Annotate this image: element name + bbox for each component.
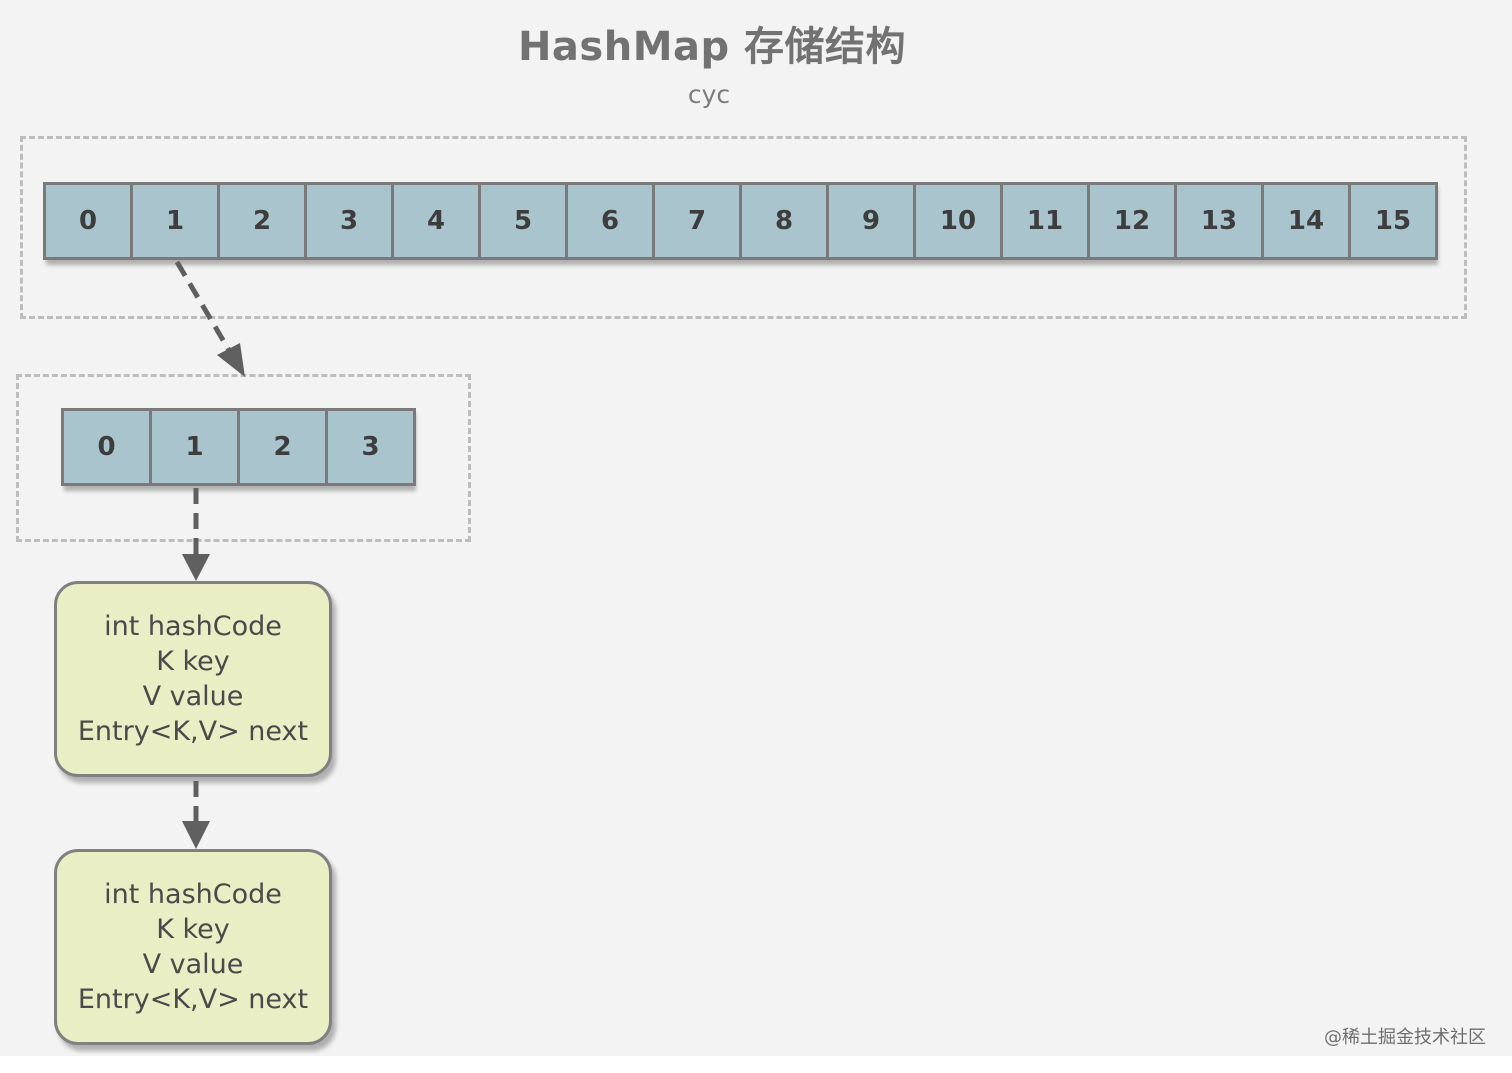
entry-field-key: K key bbox=[156, 646, 230, 677]
entry-field-hashcode: int hashCode bbox=[104, 879, 282, 910]
entry-node: int hashCode K key V value Entry<K,V> ne… bbox=[54, 849, 332, 1045]
entry-node: int hashCode K key V value Entry<K,V> ne… bbox=[54, 581, 332, 777]
table-cell: 9 bbox=[826, 182, 916, 260]
arrow-entry-to-entry bbox=[182, 781, 210, 849]
bucket-cell: 0 bbox=[61, 408, 152, 486]
bucket-cell: 2 bbox=[237, 408, 328, 486]
entry-field-hashcode: int hashCode bbox=[104, 611, 282, 642]
table-cell: 7 bbox=[652, 182, 742, 260]
table-cell: 15 bbox=[1348, 182, 1438, 260]
table-cell: 12 bbox=[1087, 182, 1177, 260]
entry-field-next: Entry<K,V> next bbox=[77, 716, 309, 747]
table-cell: 0 bbox=[43, 182, 133, 260]
diagram-subtitle: cyc bbox=[687, 80, 731, 109]
watermark: @稀土掘金技术社区 bbox=[1324, 1027, 1486, 1048]
bucket-cell: 3 bbox=[325, 408, 416, 486]
entry-field-value: V value bbox=[142, 949, 244, 980]
table-cell: 4 bbox=[391, 182, 481, 260]
table-cell: 6 bbox=[565, 182, 655, 260]
table-cell: 13 bbox=[1174, 182, 1264, 260]
table-cell: 2 bbox=[217, 182, 307, 260]
bucket-array: 0 1 2 3 bbox=[61, 408, 416, 486]
entry-field-key: K key bbox=[156, 914, 230, 945]
table-cell: 11 bbox=[1000, 182, 1090, 260]
table-cell: 14 bbox=[1261, 182, 1351, 260]
entry-field-value: V value bbox=[142, 681, 244, 712]
diagram-title: HashMap 存储结构 bbox=[517, 24, 907, 70]
table-array: 0 1 2 3 4 5 6 7 8 9 10 11 12 13 14 15 bbox=[43, 182, 1438, 260]
table-array-container bbox=[20, 136, 1467, 319]
entry-field-next: Entry<K,V> next bbox=[77, 984, 309, 1015]
arrow-table-to-bucket bbox=[174, 260, 245, 377]
arrow-bucket-to-entry bbox=[182, 488, 210, 581]
bucket-cell: 1 bbox=[149, 408, 240, 486]
